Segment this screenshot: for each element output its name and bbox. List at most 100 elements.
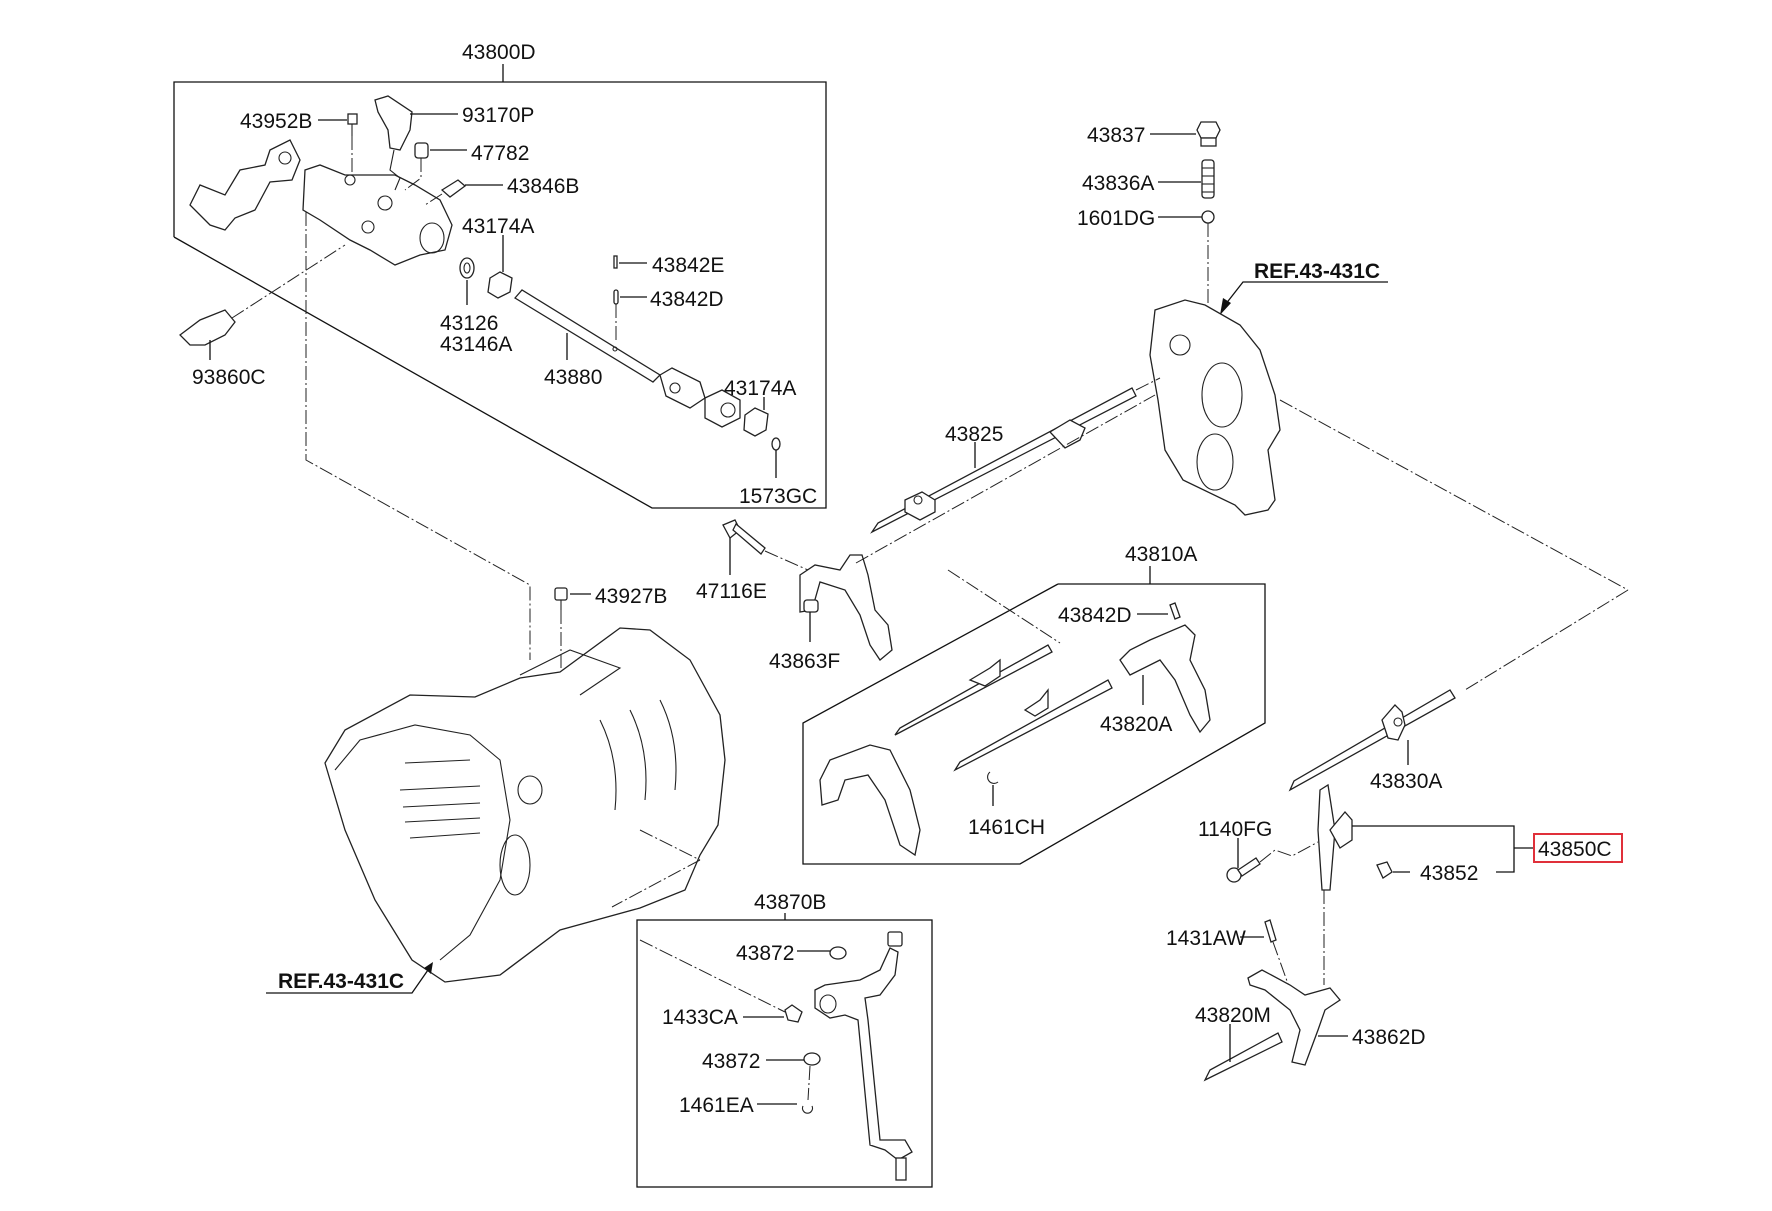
label-43852[interactable]: 43852: [1420, 862, 1478, 885]
fork-lower: [819, 744, 921, 857]
shift-rail-upper: [894, 644, 1053, 736]
label-93170P[interactable]: 93170P: [462, 104, 534, 127]
reference-link-top[interactable]: REF.43-431C: [1254, 260, 1380, 283]
arrow-icon: [1220, 298, 1231, 315]
pin-43852: [1376, 861, 1393, 879]
label-43842E[interactable]: 43842E: [652, 254, 724, 277]
group-label-43870B[interactable]: 43870B: [754, 891, 826, 914]
transmission-center-plate: [1149, 299, 1281, 516]
shift-rail-lower: [953, 679, 1113, 772]
pin-43842D: [613, 289, 619, 340]
shift-fork-43863F: [799, 554, 893, 661]
assembly-line: [305, 212, 531, 660]
highlight-box: [1533, 833, 1623, 863]
group-43800D: 43800D 43952B 93170P: [173, 41, 827, 660]
sensor-93170P: [374, 95, 413, 191]
plunger-43846B: [424, 179, 467, 206]
assembly-line: [947, 569, 1061, 644]
assembly-line: [611, 859, 701, 908]
label-1461CH[interactable]: 1461CH: [968, 816, 1045, 839]
bracket-line: [1352, 825, 1515, 873]
assembly-line: [639, 939, 786, 1013]
label-43952B[interactable]: 43952B: [240, 110, 312, 133]
ref-top: REF.43-431C: [1220, 260, 1388, 315]
switch-93860C: [179, 244, 346, 346]
group-box-43870B: [636, 919, 933, 1188]
label-43174A-1[interactable]: 43174A: [462, 215, 534, 238]
label-43846B[interactable]: 43846B: [507, 175, 579, 198]
shift-rail-43825: [870, 377, 1161, 534]
label-43836A[interactable]: 43836A: [1082, 172, 1154, 195]
assembly-line: [1279, 399, 1629, 591]
label-43146A[interactable]: 43146A: [440, 333, 512, 356]
shift-rail-43830A: [1288, 689, 1456, 792]
snap-ring-1461CH: [987, 771, 999, 784]
reference-link-bottom[interactable]: REF.43-431C: [278, 970, 404, 993]
assembly-line: [855, 394, 1156, 564]
label-43820A[interactable]: 43820A: [1100, 713, 1172, 736]
pin-43842E: [613, 255, 618, 269]
label-43863F[interactable]: 43863F: [769, 650, 840, 673]
pin-43842D-2: [1169, 602, 1181, 620]
label-47782[interactable]: 47782: [471, 142, 529, 165]
label-1573GC[interactable]: 1573GC: [739, 485, 817, 508]
bolt-43952B: [347, 113, 358, 175]
group-43810A: 43810A 43842D 43820A 1461CH: [802, 543, 1266, 865]
oil-seal-43126: [459, 257, 475, 279]
bolt-1140FG: [1226, 857, 1261, 883]
fork-43862D: [1247, 969, 1341, 1066]
label-1431AW[interactable]: 1431AW: [1166, 927, 1246, 950]
label-43830A[interactable]: 43830A: [1370, 770, 1442, 793]
label-43872-1[interactable]: 43872: [736, 942, 794, 965]
assembly-line: [1259, 841, 1319, 863]
plug-43837: [1196, 121, 1221, 147]
group-label-43810A[interactable]: 43810A: [1125, 543, 1197, 566]
label-43927B[interactable]: 43927B: [595, 585, 667, 608]
label-43174A-2[interactable]: 43174A: [724, 377, 796, 400]
spring-43836A: [1201, 159, 1215, 199]
shift-lever-arm: [189, 139, 301, 231]
label-43842D-2[interactable]: 43842D: [1058, 604, 1132, 627]
group-box-43800D: [173, 81, 827, 509]
label-43820M[interactable]: 43820M: [1195, 1004, 1271, 1027]
ref-bottom: REF.43-431C: [266, 962, 433, 994]
label-43825[interactable]: 43825: [945, 423, 1003, 446]
group-label-43800D[interactable]: 43800D: [462, 41, 536, 64]
collar-1433CA: [784, 1004, 803, 1023]
label-43850C[interactable]: 43850C: [1538, 838, 1612, 861]
label-43837[interactable]: 43837: [1087, 124, 1145, 147]
label-43862D[interactable]: 43862D: [1352, 1026, 1426, 1049]
label-1461EA[interactable]: 1461EA: [679, 1094, 754, 1117]
label-93860C[interactable]: 93860C: [192, 366, 266, 389]
bushing-43174A: [487, 271, 513, 299]
bushing-43872-bottom: [803, 1052, 821, 1066]
assembly-line: [1464, 589, 1629, 691]
leader-line: [1224, 281, 1388, 306]
bushing-43872-top: [829, 946, 847, 960]
group-43870B: 43870B 43872 1433CA 43872 1461EA: [636, 891, 933, 1188]
transmission-case: [324, 627, 726, 983]
plug-47782: [404, 142, 429, 191]
detent-stack: 43837 43836A 1601DG: [1077, 121, 1221, 305]
assembly-line: [639, 829, 701, 861]
shift-lever-43850C: [1317, 783, 1353, 891]
shift-rail-43820M: [1203, 1032, 1283, 1082]
label-43842D-1[interactable]: 43842D: [650, 288, 724, 311]
label-1601DG[interactable]: 1601DG: [1077, 207, 1155, 230]
label-1433CA[interactable]: 1433CA: [662, 1006, 738, 1029]
label-47116E[interactable]: 47116E: [696, 580, 767, 603]
clip-1461EA: [801, 1065, 814, 1114]
select-lever-block: [659, 367, 741, 428]
shift-lever-bracket: [814, 931, 913, 1181]
label-43872-2[interactable]: 43872: [702, 1050, 760, 1073]
ball-1601DG: [1201, 210, 1215, 224]
leader-line: [266, 969, 429, 994]
shift-control-housing: [302, 164, 453, 266]
label-1140FG[interactable]: 1140FG: [1198, 818, 1272, 841]
label-43880[interactable]: 43880: [544, 366, 602, 389]
group-box-43810A: [802, 583, 1266, 865]
bushing-43174A-2: [743, 407, 769, 437]
snap-ring-1573GC: [771, 437, 781, 451]
label-43126[interactable]: 43126: [440, 312, 498, 335]
arrow-icon: [424, 962, 433, 974]
